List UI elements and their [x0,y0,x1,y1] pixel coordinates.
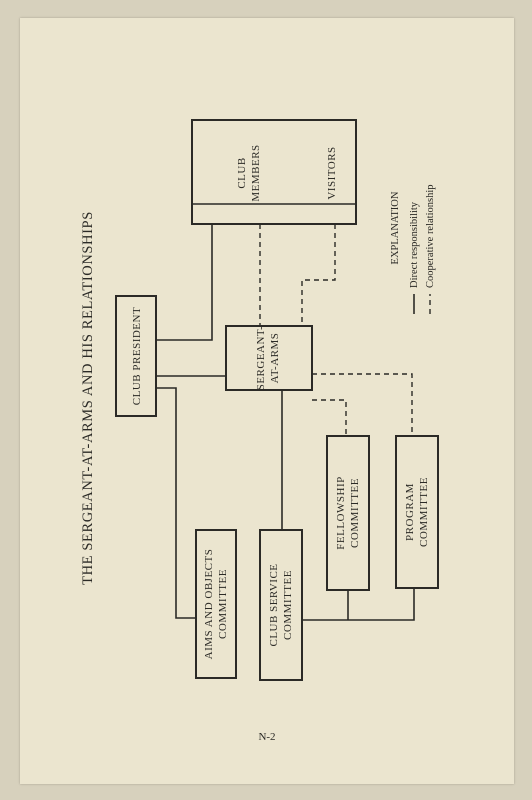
fellowship-label-2: COMMITTEE [349,478,361,548]
club-members-label-1: CLUB [236,157,248,188]
club-service-committee-box [259,529,303,681]
club-president-box [115,295,157,417]
direct-responsibility-lines [156,224,415,621]
page-number: N-2 [258,731,275,743]
club-members-box [191,119,357,225]
program-label-2: COMMITTEE [418,477,430,547]
org-chart: THE SERGEANT-AT-ARMS AND HIS RELATIONSHI… [80,119,439,743]
club-members-label-2: MEMBERS [250,144,262,201]
sergeant-label-2: AT-ARMS [269,333,281,384]
aims-label-1: AIMS AND OBJECTS [203,549,215,660]
aims-objects-committee-box [195,529,237,679]
club-service-label-1: CLUB SERVICE [268,563,280,646]
visitors-label: VISITORS [326,146,338,199]
club-service-label-2: COMMITTEE [282,570,294,640]
document-page: THE SERGEANT-AT-ARMS AND HIS RELATIONSHI… [20,18,514,784]
club-president-label: CLUB PRESIDENT [131,307,143,405]
legend-cooperative-label: Cooperative relationship [425,184,436,288]
cooperative-relationship-lines [259,224,413,436]
program-label-1: PROGRAM [404,483,416,541]
fellowship-label-1: FELLOWSHIP [335,476,347,549]
sergeant-label-1: SERGEANT- [255,326,267,391]
legend-direct-label: Direct responsibility [409,201,420,288]
chart-title: THE SERGEANT-AT-ARMS AND HIS RELATIONSHI… [80,211,96,585]
legend-heading: EXPLANATION [390,191,401,264]
legend: EXPLANATION Direct responsibility Cooper… [390,184,436,314]
program-committee-box [395,435,439,589]
fellowship-committee-box [326,435,370,591]
sergeant-at-arms-box [225,325,313,391]
aims-label-2: COMMITTEE [217,569,229,639]
